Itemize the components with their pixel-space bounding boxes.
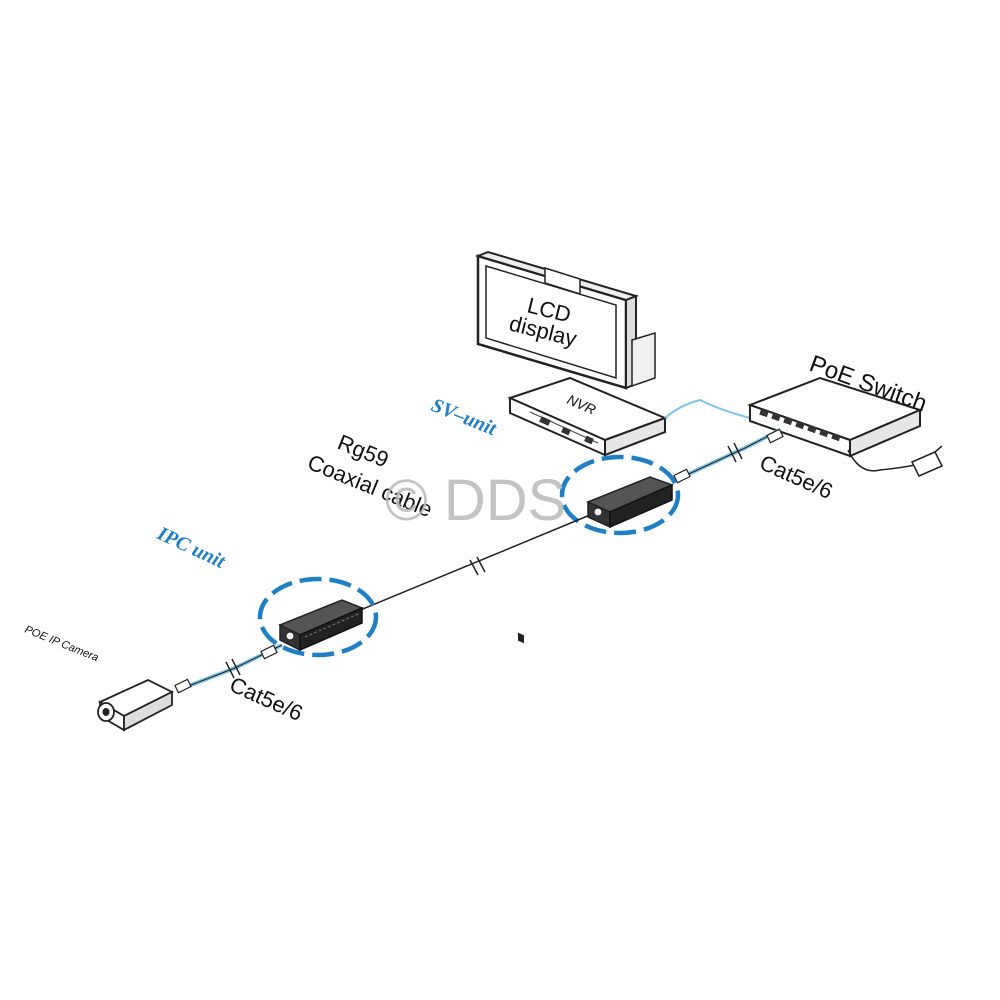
- power-adapter-icon: [910, 445, 944, 477]
- network-switch-icon: [747, 376, 923, 458]
- cat-label-left: Cat5e/6: [226, 672, 307, 726]
- sv-unit-label: SV–unit: [428, 394, 500, 440]
- ip-camera-icon: [97, 679, 175, 732]
- ipc-unit-highlight: [257, 576, 379, 658]
- nvr-switch-cable: [664, 398, 751, 419]
- monitor-icon: [474, 250, 656, 390]
- cat-label-right: Cat5e/6: [756, 450, 837, 504]
- ipc-unit-device-icon: [278, 599, 364, 652]
- camera-label: POE IP Camera: [23, 624, 100, 665]
- rj45-connector-icon: [174, 644, 278, 694]
- sv-unit-device-icon: [586, 476, 675, 529]
- sv-unit-highlight: [559, 454, 681, 536]
- power-cord: [847, 449, 916, 472]
- watermark-text: © DDS: [385, 468, 566, 533]
- rj45-connector-icon: [673, 428, 784, 484]
- ipc-unit-label: IPC unit: [153, 522, 229, 573]
